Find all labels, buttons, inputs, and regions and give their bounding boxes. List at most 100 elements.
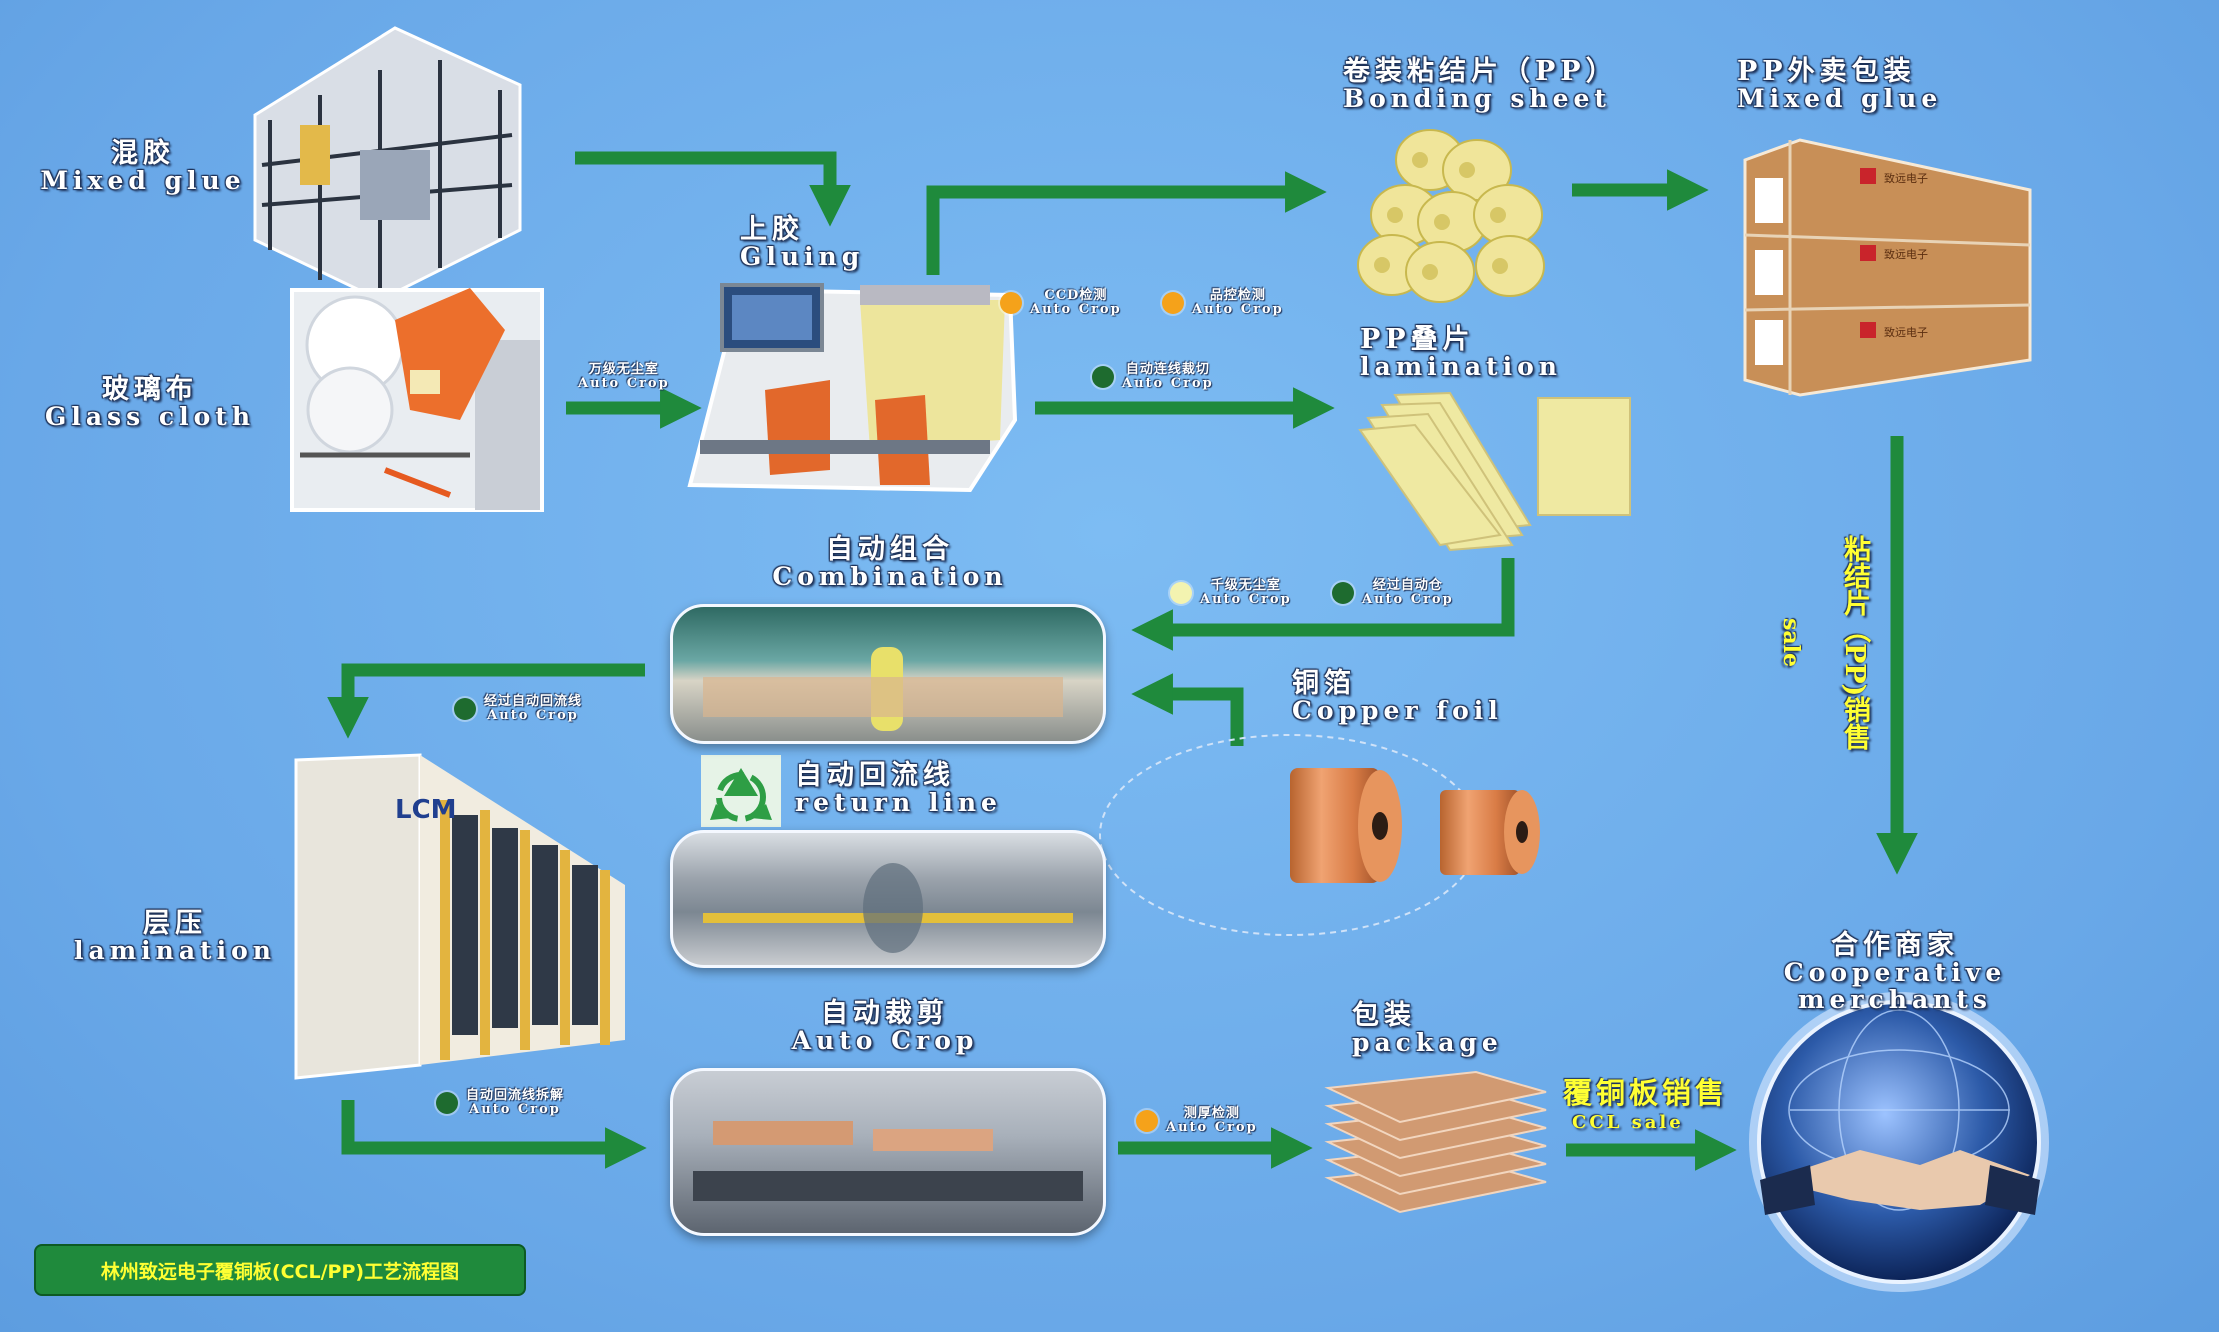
- gluing-en: Gluing: [740, 242, 865, 272]
- glass-cloth-machine-image: [290, 288, 544, 512]
- tag-qc-en: Auto Crop: [1192, 302, 1284, 317]
- node-gluing: 上胶 Gluing: [740, 214, 900, 272]
- green-dot: [1092, 366, 1114, 388]
- orange-dot: [1162, 292, 1184, 314]
- tag-return-dismantle-zh: 自动回流线拆解: [466, 1088, 565, 1104]
- green-dot: [436, 1092, 458, 1114]
- copper-foil-en: Copper foil: [1292, 696, 1503, 726]
- return-line-zh: 自动回流线: [795, 760, 955, 791]
- combination-photo: [670, 604, 1106, 744]
- tag-via-return-zh: 经过自动回流线: [484, 694, 583, 710]
- mixed-glue-tower-image: [253, 26, 522, 302]
- tag-thickness-zh: 测厚检测: [1183, 1106, 1240, 1122]
- merchants-en: Cooperative merchants: [1783, 958, 2007, 1014]
- lcm-logo: LCM: [395, 795, 457, 825]
- bonding-sheet-rolls-image: [1357, 129, 1545, 303]
- merchants-zh: 合作商家: [1831, 930, 1959, 961]
- green-dot: [454, 698, 476, 720]
- diagram-title-badge: 林州致远电子覆铜板(CCL/PP)工艺流程图: [34, 1244, 526, 1296]
- mixed-glue-en: Mixed glue: [40, 166, 246, 196]
- bonding-sheet-zh: 卷装粘结片（PP）: [1343, 56, 1618, 87]
- combination-en: Combination: [772, 562, 1008, 592]
- ccl-sale-label-zh: 覆铜板销售: [1563, 1076, 1729, 1110]
- tag-via-return-en: Auto Crop: [487, 708, 579, 723]
- pp-lamination-en: lamination: [1360, 352, 1562, 382]
- package-zh: 包装: [1352, 1000, 1416, 1031]
- cooperative-merchants-globe-image: [1749, 992, 2049, 1292]
- node-bonding-sheet: 卷装粘结片（PP） Bonding sheet: [1343, 56, 1643, 114]
- box-brand-3: 致远电子: [1884, 325, 1928, 339]
- arrow-lamination-to-autocrop: [341, 1100, 647, 1169]
- node-copper-foil: 铜箔 Copper foil: [1292, 668, 1532, 726]
- orange-dot: [1000, 292, 1022, 314]
- tag-online-cut-zh: 自动连线裁切: [1125, 362, 1210, 378]
- node-glass-cloth: 玻璃布 Glass cloth: [30, 374, 270, 432]
- lamination-press-image: [294, 753, 625, 1080]
- bonding-sheet-en: Bonding sheet: [1343, 84, 1611, 114]
- auto-crop-en: Auto Crop: [791, 1026, 979, 1056]
- mixed-glue-zh: 混胶: [111, 138, 175, 169]
- glass-cloth-zh: 玻璃布: [102, 374, 198, 405]
- gluing-machine-image: [687, 283, 1018, 493]
- tag-dustfree-10k-zh: 万级无尘室: [588, 362, 659, 378]
- tag-auto-store-en: Auto Crop: [1362, 592, 1454, 607]
- lamination-zh: 层压: [143, 908, 207, 939]
- recycle-icon: [701, 755, 781, 827]
- arrow-combination-to-lamination: [327, 663, 645, 739]
- glass-cloth-en: Glass cloth: [44, 402, 256, 432]
- tag-online-cut-en: Auto Crop: [1122, 376, 1214, 391]
- pp-sale-label-zh: 粘结片（PP)销售: [1839, 535, 1870, 751]
- copper-foil-zh: 铜箔: [1292, 668, 1356, 699]
- tag-ccd-zh: CCD检测: [1044, 288, 1108, 304]
- arrow-mixedglue-to-gluing: [575, 151, 851, 227]
- auto-crop-photo: [670, 1068, 1106, 1236]
- ccl-sale-label-en: CCL sale: [1572, 1112, 1684, 1133]
- combination-zh: 自动组合: [826, 534, 954, 565]
- lightyellow-dot: [1170, 582, 1192, 604]
- pp-sale-label-en: sale: [1778, 618, 1804, 667]
- tag-ccd-en: Auto Crop: [1030, 302, 1122, 317]
- node-merchants: 合作商家 Cooperative merchants: [1690, 930, 2100, 1014]
- package-stack-image: [1324, 1070, 1547, 1214]
- green-dot: [1332, 582, 1354, 604]
- pp-pack-en: Mixed glue: [1737, 84, 1943, 114]
- arrow-gluing-to-bondingsheet: [926, 171, 1327, 275]
- node-lamination: 层压 lamination: [60, 908, 290, 966]
- node-return-line: 自动回流线 return line: [795, 760, 1055, 817]
- tag-thickness-en: Auto Crop: [1166, 1120, 1258, 1135]
- pp-stacked-sheets-image: [1358, 391, 1631, 552]
- auto-crop-zh: 自动裁剪: [821, 998, 949, 1029]
- node-combination: 自动组合 Combination: [740, 534, 1040, 592]
- pp-lamination-zh: PP叠片: [1360, 324, 1475, 355]
- node-pp-pack: PP外卖包装 Mixed glue: [1737, 56, 1997, 114]
- tag-dustfree-1k-zh: 千级无尘室: [1210, 578, 1281, 594]
- arrow-copperfoil-to-combination: [1131, 673, 1244, 746]
- pp-pack-zh: PP外卖包装: [1737, 56, 1916, 87]
- return-line-photo: [670, 830, 1106, 968]
- box-brand-1: 致远电子: [1884, 171, 1928, 185]
- gluing-zh: 上胶: [740, 214, 804, 245]
- tag-dustfree-1k-en: Auto Crop: [1200, 592, 1292, 607]
- node-package: 包装 package: [1352, 1000, 1552, 1058]
- node-auto-crop: 自动裁剪 Auto Crop: [760, 998, 1010, 1056]
- copper-foil-rolls-image: [1290, 768, 1540, 883]
- tag-dustfree-10k-en: Auto Crop: [578, 376, 670, 391]
- lamination-en: lamination: [74, 936, 276, 966]
- tag-return-dismantle-en: Auto Crop: [469, 1102, 561, 1117]
- box-brand-2: 致远电子: [1884, 247, 1928, 261]
- tag-qc-zh: 品控检测: [1209, 288, 1266, 304]
- package-en: package: [1352, 1028, 1503, 1058]
- node-mixed-glue: 混胶 Mixed glue: [28, 138, 258, 196]
- pp-carton-boxes-image: [1743, 138, 2032, 397]
